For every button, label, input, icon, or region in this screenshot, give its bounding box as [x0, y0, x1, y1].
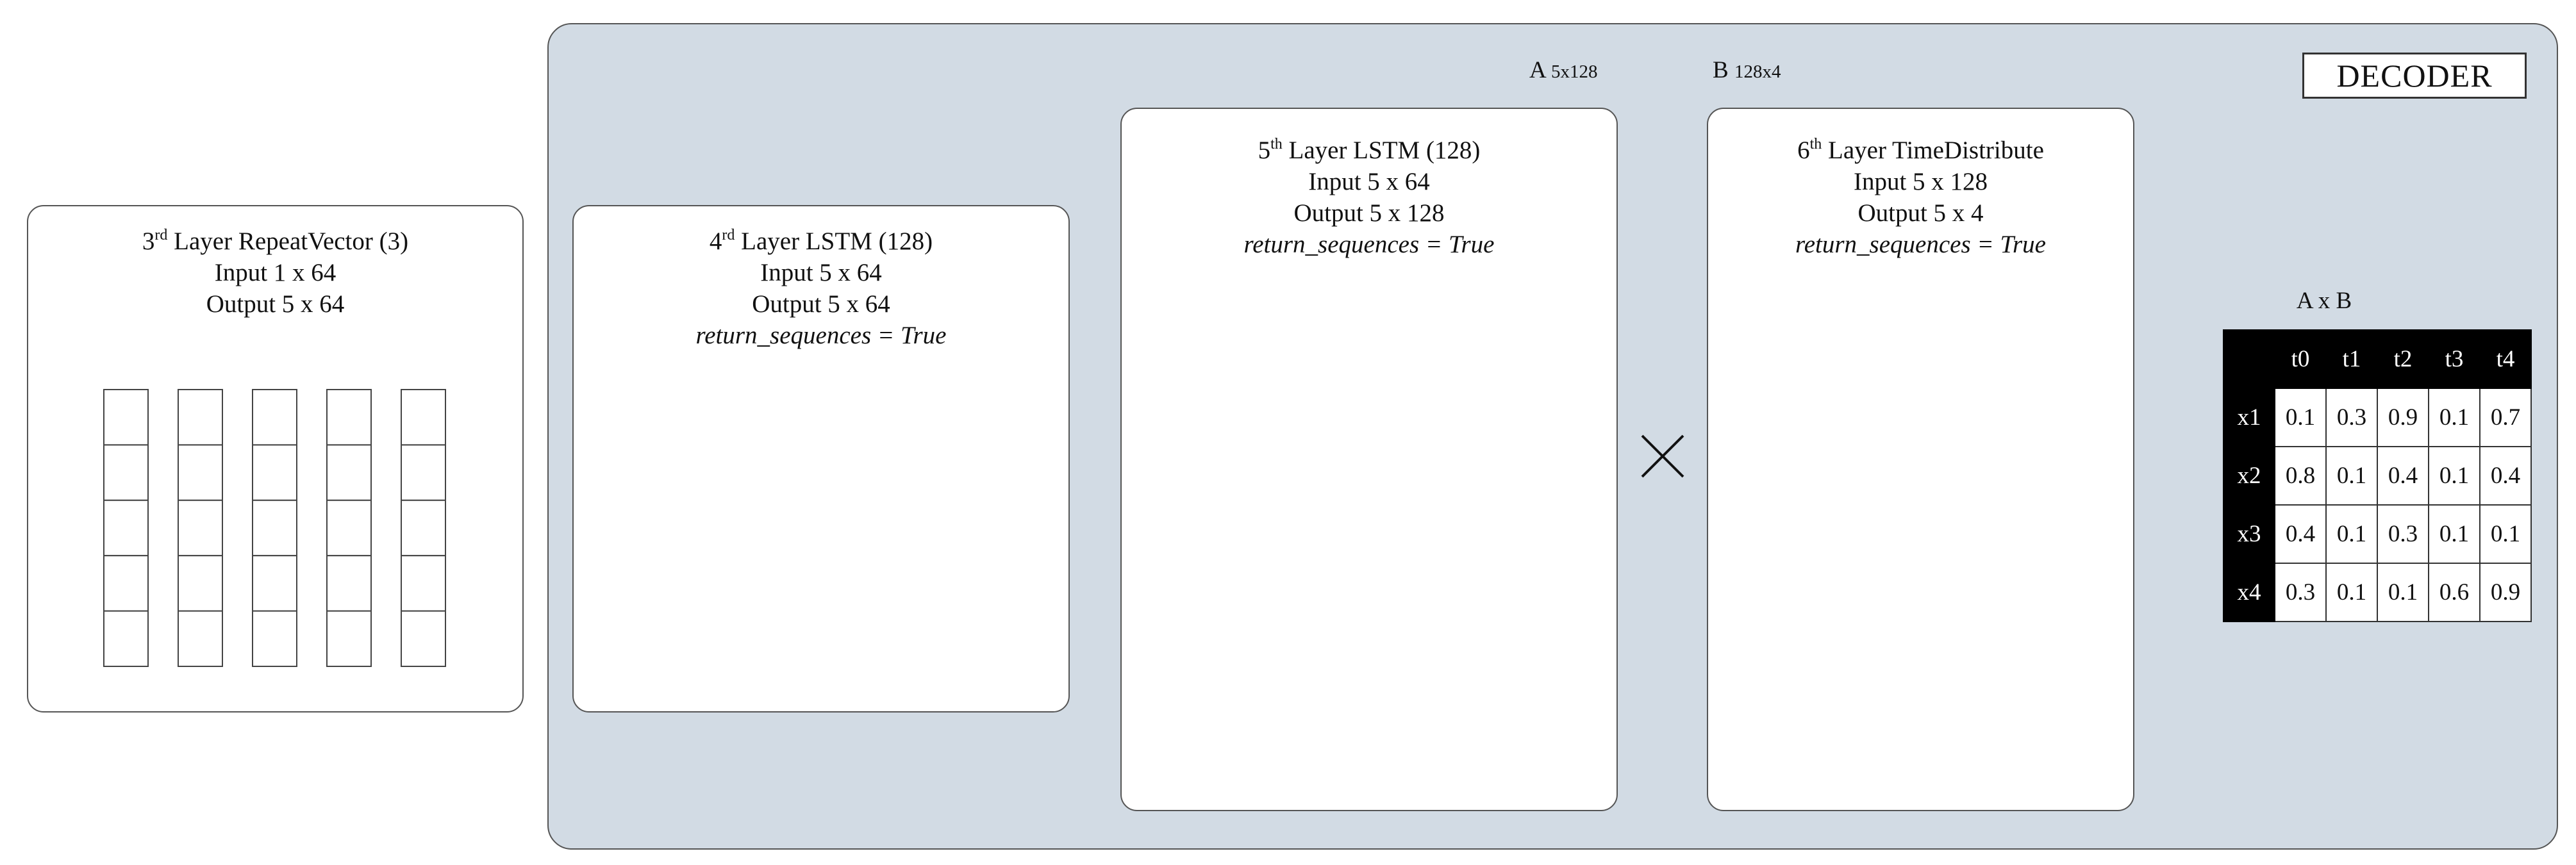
unit-cell: [178, 389, 223, 446]
layer-6-output: Output 5 x 4: [1857, 199, 1984, 227]
result-cell: 0.7: [2479, 388, 2532, 447]
unit-cell: [252, 444, 297, 501]
layer-4-panel: 4rd Layer LSTM (128) Input 5 x 64 Output…: [572, 205, 1070, 713]
unit-cell: [178, 555, 223, 612]
result-col-header: t3: [2428, 329, 2480, 389]
unit-cell: [103, 555, 149, 612]
result-cell: 0.1: [2325, 446, 2378, 506]
layer-3-units: [103, 389, 446, 667]
unit-cell: [326, 555, 372, 612]
layer-5-output: Output 5 x 128: [1293, 199, 1445, 227]
result-cell: 0.1: [2377, 563, 2429, 622]
result-cell: 0.4: [2479, 446, 2532, 506]
matrix-a-label: A 5x128: [1529, 56, 1597, 84]
unit-cell: [326, 499, 372, 557]
layer-3-title: 3rd Layer RepeatVector (3): [142, 227, 409, 255]
result-cell: 0.3: [2274, 563, 2327, 622]
result-cell: 0.1: [2428, 504, 2480, 564]
unit-cell: [178, 499, 223, 557]
layer-6-title: 6th Layer TimeDistribute: [1797, 136, 2044, 164]
layer-5-option: return_sequences = True: [1243, 231, 1495, 258]
unit-cell: [178, 610, 223, 667]
result-row-header: x3: [2223, 504, 2275, 564]
result-table-row: x1 0.1 0.3 0.9 0.1 0.7: [2223, 388, 2532, 447]
unit-cell: [401, 555, 446, 612]
layer-3-input: Input 1 x 64: [214, 259, 337, 286]
result-cell: 0.9: [2377, 388, 2429, 447]
result-table-title: A x B: [2296, 288, 2352, 314]
matrix-a-name: A: [1529, 57, 1545, 83]
unit-cell: [103, 389, 149, 446]
result-cell: 0.1: [2274, 388, 2327, 447]
result-col-header: t4: [2479, 329, 2532, 389]
result-cell: 0.1: [2479, 504, 2532, 564]
layer-6-panel: 6th Layer TimeDistribute Input 5 x 128 O…: [1707, 108, 2134, 811]
unit-cell: [252, 499, 297, 557]
unit-cell: [401, 499, 446, 557]
unit-cell: [103, 610, 149, 667]
matrix-b-name: B: [1713, 57, 1729, 83]
result-cell: 0.8: [2274, 446, 2327, 506]
layer-4-output: Output 5 x 64: [752, 290, 890, 318]
matrix-a-dims: 5x128: [1550, 62, 1598, 82]
unit-cell: [252, 389, 297, 446]
layer-6-option: return_sequences = True: [1795, 231, 2046, 258]
layer-4-option: return_sequences = True: [695, 322, 947, 349]
layer-4-input: Input 5 x 64: [760, 259, 882, 286]
result-cell: 0.1: [2428, 446, 2480, 506]
result-table-header-row: t0 t1 t2 t3 t4: [2223, 329, 2532, 389]
unit-cell: [326, 610, 372, 667]
unit-cell: [178, 444, 223, 501]
unit-cell: [326, 389, 372, 446]
matrix-b-dims: 128x4: [1734, 62, 1781, 82]
result-cell: 0.1: [2325, 563, 2378, 622]
unit-cell: [401, 389, 446, 446]
result-cell: 0.3: [2325, 388, 2378, 447]
result-col-header: t1: [2325, 329, 2378, 389]
result-col-header: t0: [2274, 329, 2327, 389]
unit-cell: [103, 444, 149, 501]
result-table-row: x2 0.8 0.1 0.4 0.1 0.4: [2223, 446, 2532, 506]
layer-5-panel: 5th Layer LSTM (128) Input 5 x 64 Output…: [1120, 108, 1618, 811]
result-table-corner: [2223, 329, 2275, 389]
matrix-b-label: B 128x4: [1713, 56, 1781, 84]
unit-cell: [401, 610, 446, 667]
result-col-header: t2: [2377, 329, 2429, 389]
result-table: t0 t1 t2 t3 t4 x1 0.1 0.3 0.9 0.1 0.7 x2…: [2223, 329, 2532, 622]
layer-5-input: Input 5 x 64: [1308, 168, 1430, 195]
unit-cell: [103, 499, 149, 557]
unit-cell: [252, 610, 297, 667]
result-row-header: x4: [2223, 563, 2275, 622]
result-table-row: x3 0.4 0.1 0.3 0.1 0.1: [2223, 504, 2532, 564]
result-cell: 0.1: [2325, 504, 2378, 564]
multiply-icon: [1641, 434, 1684, 478]
decoder-label: DECODER: [2302, 53, 2527, 99]
result-cell: 0.4: [2274, 504, 2327, 564]
unit-cell: [252, 555, 297, 612]
layer-6-input: Input 5 x 128: [1853, 168, 1988, 195]
result-cell: 0.3: [2377, 504, 2429, 564]
result-row-header: x1: [2223, 388, 2275, 447]
layer-5-title: 5th Layer LSTM (128): [1258, 136, 1481, 164]
result-cell: 0.1: [2428, 388, 2480, 447]
result-cell: 0.6: [2428, 563, 2480, 622]
layer-3-output: Output 5 x 64: [206, 290, 345, 318]
unit-cell: [401, 444, 446, 501]
unit-cell: [326, 444, 372, 501]
result-cell: 0.4: [2377, 446, 2429, 506]
result-row-header: x2: [2223, 446, 2275, 506]
result-table-row: x4 0.3 0.1 0.1 0.6 0.9: [2223, 563, 2532, 622]
result-cell: 0.9: [2479, 563, 2532, 622]
layer-4-title: 4rd Layer LSTM (128): [709, 227, 933, 255]
